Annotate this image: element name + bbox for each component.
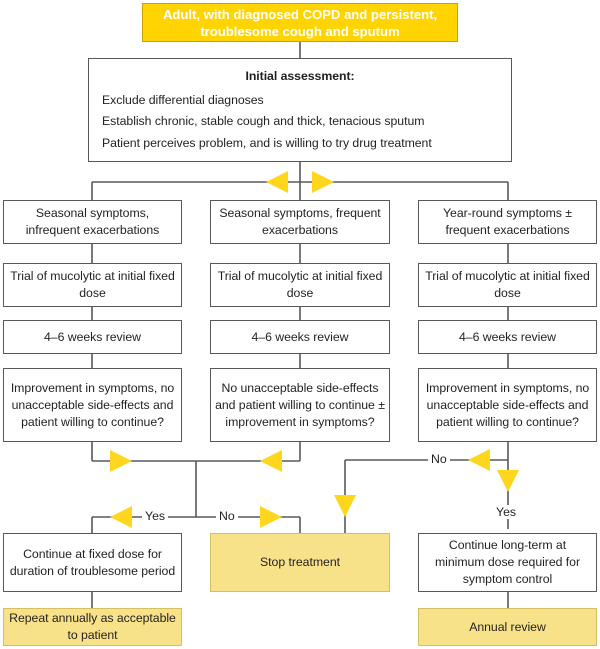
followup-label-right: Annual review: [469, 619, 546, 634]
trial-label-right: Trial of mucolytic at initial fixed dose: [425, 269, 590, 300]
category-box-middle: Seasonal symptoms, frequent exacerbation…: [210, 200, 390, 244]
trial-label-left: Trial of mucolytic at initial fixed dose: [10, 269, 175, 300]
edge-label-right-yes: Yes: [493, 505, 520, 519]
category-box-left: Seasonal symptoms, infrequent exacerbati…: [3, 200, 182, 244]
review-box-left: 4–6 weeks review: [3, 320, 182, 354]
trial-box-left: Trial of mucolytic at initial fixed dose: [3, 263, 182, 307]
edge-label-left-no: No: [216, 509, 238, 523]
assessment-item-1: Exclude differential diagnoses: [102, 92, 264, 107]
assessment-heading: Initial assessment:: [245, 69, 355, 83]
edge-label-left-yes: Yes: [142, 509, 169, 523]
followup-box-right: Annual review: [418, 608, 597, 646]
title-line-1: Adult, with diagnosed COPD and persisten…: [162, 6, 438, 22]
title-box: Adult, with diagnosed COPD and persisten…: [142, 3, 458, 42]
review-label-left: 4–6 weeks review: [44, 329, 141, 344]
category-box-right: Year-round symptoms ± frequent exacerbat…: [418, 200, 597, 244]
decision-box-middle: No unacceptable side-effects and patient…: [210, 368, 390, 442]
category-label-right: Year-round symptoms ± frequent exacerbat…: [443, 206, 572, 237]
followup-label-left: Repeat annually as acceptable to patient: [9, 611, 176, 642]
outcome-label-middle: Stop treatment: [260, 555, 340, 569]
edge-label-right-no: No: [428, 452, 450, 466]
trial-label-middle: Trial of mucolytic at initial fixed dose: [217, 269, 383, 300]
decision-box-right: Improvement in symptoms, no unacceptable…: [418, 368, 597, 442]
outcome-box-middle: Stop treatment: [210, 533, 390, 592]
category-label-middle: Seasonal symptoms, frequent exacerbation…: [219, 206, 381, 237]
title-line-2: troublesome cough and sputum: [200, 23, 400, 39]
review-label-right: 4–6 weeks review: [459, 329, 556, 344]
outcome-box-left: Continue at fixed dose for duration of t…: [3, 533, 182, 592]
review-box-right: 4–6 weeks review: [418, 320, 597, 354]
outcome-box-right: Continue long-term at minimum dose requi…: [418, 533, 597, 592]
category-label-left: Seasonal symptoms, infrequent exacerbati…: [25, 206, 160, 237]
assessment-item-2: Establish chronic, stable cough and thic…: [102, 114, 425, 128]
trial-box-right: Trial of mucolytic at initial fixed dose: [418, 263, 597, 307]
review-label-middle: 4–6 weeks review: [251, 329, 349, 344]
outcome-label-right: Continue long-term at minimum dose requi…: [434, 538, 580, 586]
decision-box-left: Improvement in symptoms, no unacceptable…: [3, 368, 182, 442]
decision-label-right: Improvement in symptoms, no unacceptable…: [425, 380, 590, 429]
trial-box-middle: Trial of mucolytic at initial fixed dose: [210, 263, 390, 307]
review-box-middle: 4–6 weeks review: [210, 320, 390, 354]
followup-box-left: Repeat annually as acceptable to patient: [3, 608, 182, 646]
decision-label-middle: No unacceptable side-effects and patient…: [215, 380, 385, 429]
assessment-item-3: Patient perceives problem, and is willin…: [102, 135, 432, 150]
outcome-label-left: Continue at fixed dose for duration of t…: [9, 546, 176, 578]
initial-assessment-box: Initial assessment: Exclude differential…: [88, 58, 512, 162]
decision-label-left: Improvement in symptoms, no unacceptable…: [10, 380, 175, 429]
